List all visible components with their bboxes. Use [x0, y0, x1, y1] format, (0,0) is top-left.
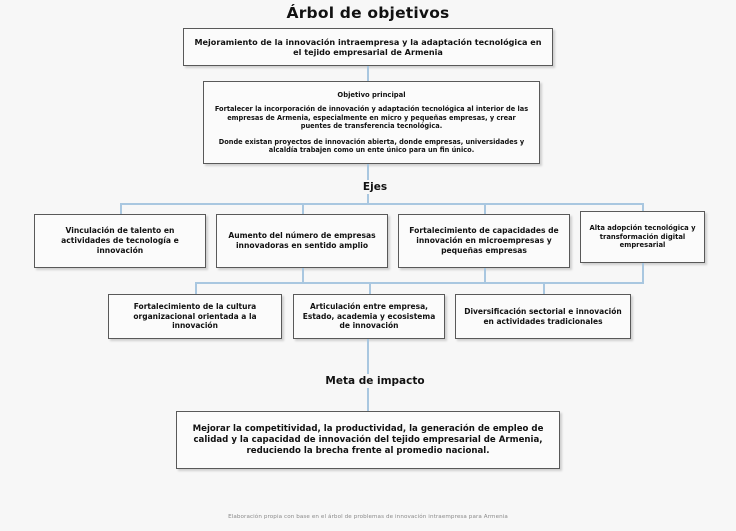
main-objective-heading: Objetivo principal: [337, 90, 406, 99]
main-objective-paragraph-2: Donde existan proyectos de innovación ab…: [218, 137, 525, 154]
axis-box-4: Alta adopción tecnológica y transformaci…: [580, 211, 705, 263]
axis-label-1: Vinculación de talento en actividades de…: [61, 226, 179, 255]
section-label-meta-de-impacto: Meta de impacto: [308, 374, 442, 388]
axis-label-5: Fortalecimiento de la cultura organizaci…: [133, 302, 257, 331]
connector-stem-axis-2-down: [302, 268, 304, 282]
goal-box: Mejoramiento de la innovación intraempre…: [183, 28, 553, 66]
connector-bus-axes-row-1: [120, 203, 643, 205]
connector-drop-axis-3: [484, 203, 486, 214]
section-label-ejes: Ejes: [328, 180, 422, 194]
connector-stem-axis-3-down: [484, 268, 486, 282]
connector-drop-axis-4: [642, 203, 644, 211]
main-objective-box: Objetivo principal Fortalecer la incorpo…: [203, 81, 540, 164]
axis-box-3: Fortalecimiento de capacidades de innova…: [398, 214, 570, 268]
connector-goal-to-objective: [367, 66, 369, 81]
connector-drop-axis-5: [195, 282, 197, 294]
axis-label-7: Diversificación sectorial e innovación e…: [464, 306, 622, 326]
axis-box-5: Fortalecimiento de la cultura organizaci…: [108, 294, 282, 339]
connector-bus-axes-row-2: [195, 282, 644, 284]
axis-label-2: Aumento del número de empresas innovador…: [228, 231, 376, 250]
page-title: Árbol de objetivos: [286, 4, 450, 22]
main-objective-paragraph-1: Fortalecer la incorporación de innovació…: [214, 105, 529, 131]
connector-drop-axis-7: [543, 282, 545, 294]
axis-box-2: Aumento del número de empresas innovador…: [216, 214, 388, 268]
connector-drop-axis-1: [120, 203, 122, 214]
axis-box-6: Articulación entre empresa, Estado, acad…: [293, 294, 445, 339]
impact-goal-text: Mejorar la competitividad, la productivi…: [192, 423, 544, 456]
goal-text: Mejoramiento de la innovación intraempre…: [194, 36, 542, 57]
axis-label-3: Fortalecimiento de capacidades de innova…: [409, 226, 559, 255]
source-note: Elaboración propia con base en el árbol …: [228, 514, 508, 520]
axis-box-7: Diversificación sectorial e innovación e…: [455, 294, 631, 339]
axis-label-6: Articulación entre empresa, Estado, acad…: [302, 302, 436, 331]
connector-stem-axis-4-down: [642, 263, 644, 282]
axis-label-4: Alta adopción tecnológica y transformaci…: [589, 223, 696, 250]
connector-drop-axis-6: [369, 282, 371, 294]
connector-drop-axis-2: [302, 203, 304, 214]
axis-box-1: Vinculación de talento en actividades de…: [34, 214, 206, 268]
impact-goal-box: Mejorar la competitividad, la productivi…: [176, 411, 560, 469]
